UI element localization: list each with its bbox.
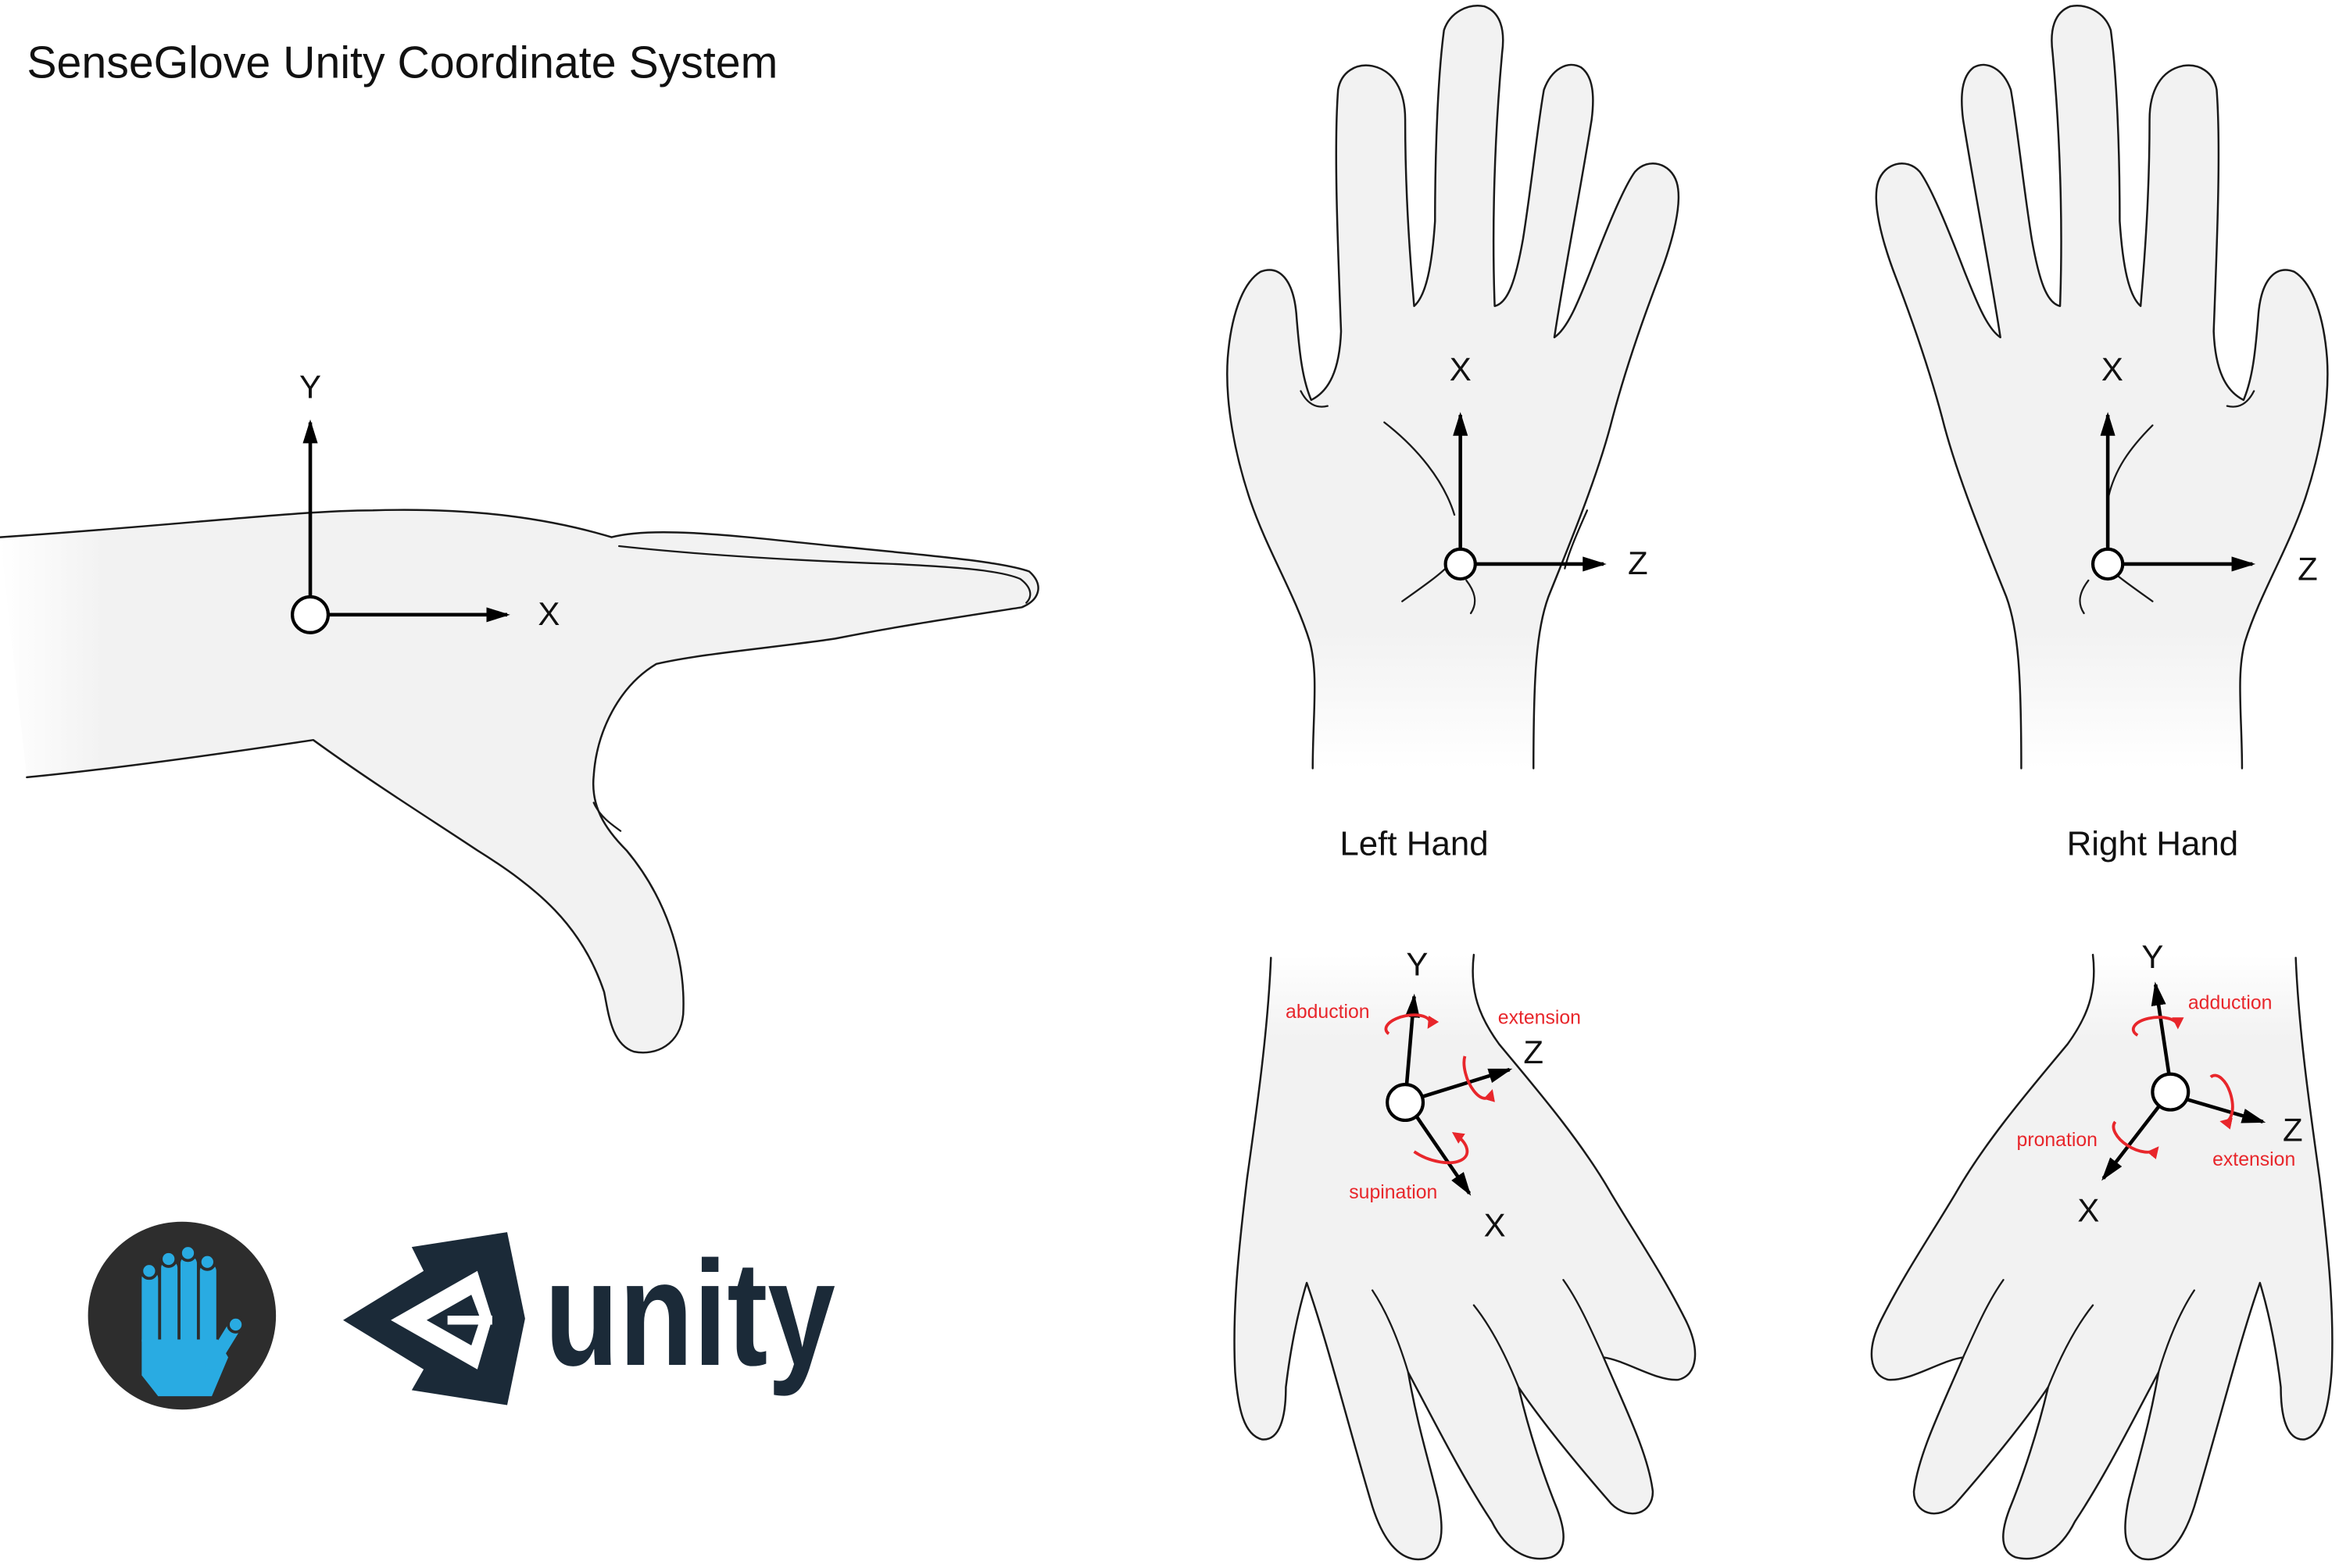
right-dorsal-x-axis-arrow <box>2101 1105 2160 1181</box>
right-dorsal-y-rotation-arrow <box>2131 1016 2184 1037</box>
left-palm-origin-circle <box>1443 547 1477 581</box>
right-dorsal-z-axis-arrow <box>2186 1098 2266 1124</box>
page-title: SenseGlove Unity Coordinate System <box>27 38 778 88</box>
side-origin-circle <box>291 595 331 634</box>
senseglove-sensor-dots <box>140 1244 245 1334</box>
left-palm-wrist-line-b <box>1465 579 1476 615</box>
left-dorsal-drawing <box>1233 953 1697 1561</box>
left-dorsal-y-rotation-arrow <box>1384 1013 1440 1035</box>
senseglove-finger-2 <box>161 1260 178 1348</box>
senseglove-sensor-dot <box>140 1262 159 1280</box>
right-dorsal-outline <box>1870 953 2334 1561</box>
left-dorsal-supination-label: supination <box>1349 1182 1437 1203</box>
senseglove-hand-icon <box>88 1221 277 1410</box>
left-dorsal-x-label: X <box>1484 1206 1506 1243</box>
right-dorsal-finger-gap-2 <box>2047 1304 2094 1388</box>
left-dorsal-y-label: Y <box>1406 945 1428 982</box>
side-hand-thumb-crease <box>592 802 622 832</box>
right-dorsal-drawing <box>1870 953 2334 1561</box>
left-dorsal-x-rotation-arrow <box>1413 1131 1469 1165</box>
left-palm-x-label: X <box>1450 351 1472 388</box>
right-palm-outline <box>1875 5 2329 770</box>
right-dorsal-z-label: Z <box>2283 1111 2303 1148</box>
side-hand-outline <box>0 509 1039 1054</box>
right-hand-caption: Right Hand <box>2067 824 2239 863</box>
senseglove-sensor-dot <box>159 1250 178 1268</box>
left-dorsal-origin-circle <box>1386 1083 1425 1123</box>
right-dorsal-y-label: Y <box>2141 938 2163 975</box>
side-y-label: Y <box>299 369 321 405</box>
right-dorsal-z-rotation-arrow <box>2209 1073 2234 1130</box>
unity-logo: unity <box>343 1230 835 1405</box>
right-palm-z-label: Z <box>2298 551 2318 588</box>
right-dorsal-x-rotation-arrow <box>2112 1120 2159 1159</box>
palm-view-left-hand: X Z Left Hand <box>1226 5 1680 863</box>
right-dorsal-extension-label: extension <box>2212 1149 2295 1170</box>
left-dorsal-z-rotation-arrow <box>1462 1055 1495 1102</box>
senseglove-sensor-dot <box>198 1252 216 1271</box>
side-view-hand: Y X <box>0 369 1039 1054</box>
right-palm-wrist-line-b <box>2079 579 2090 615</box>
right-palm-thumb-crease <box>2226 390 2255 408</box>
left-dorsal-finger-gap-2 <box>1472 1304 1520 1388</box>
right-dorsal-pronation-label: pronation <box>2017 1130 2098 1151</box>
left-palm-wrist-line-a <box>1401 566 1448 602</box>
right-dorsal-x-label: X <box>2077 1191 2099 1228</box>
left-dorsal-y-axis-arrow <box>1404 993 1420 1085</box>
left-palm-thumb-crease <box>1300 390 1329 408</box>
dorsal-view-left-hand: Y Z X abduction extension supination <box>1233 945 1697 1561</box>
right-dorsal-finger-gap-3 <box>1962 1279 2005 1359</box>
right-dorsal-adduction-label: adduction <box>2188 993 2273 1014</box>
unity-wordmark: unity <box>545 1230 835 1397</box>
dorsal-view-right-hand: Y Z X adduction pronation extension <box>1870 938 2334 1561</box>
left-hand-caption: Left Hand <box>1339 824 1488 863</box>
right-palm-drawing <box>1875 5 2329 770</box>
left-palm-z-label: Z <box>1628 545 1648 581</box>
senseglove-palm <box>141 1339 229 1397</box>
senseglove-finger-3 <box>180 1255 197 1348</box>
left-dorsal-abduction-label: abduction <box>1286 1002 1370 1023</box>
left-dorsal-finger-gap-1 <box>1371 1289 1410 1373</box>
side-hand-finger-line <box>618 545 1032 604</box>
senseglove-finger-4 <box>199 1263 216 1348</box>
left-palm-outline <box>1226 5 1680 770</box>
right-palm-life-line <box>2106 424 2154 502</box>
senseglove-sensor-dot <box>227 1315 245 1334</box>
right-palm-origin-circle <box>2090 547 2125 581</box>
left-palm-life-line <box>1383 421 1456 516</box>
palm-view-right-hand: X Z Right Hand <box>1875 5 2329 863</box>
left-dorsal-z-label: Z <box>1523 1034 1543 1070</box>
right-dorsal-finger-gap-1 <box>2157 1289 2195 1373</box>
right-dorsal-y-axis-arrow <box>2151 981 2171 1075</box>
senseglove-sensor-dot <box>179 1244 197 1263</box>
senseglove-finger-1 <box>141 1270 159 1348</box>
right-palm-x-label: X <box>2101 351 2123 388</box>
side-x-label: X <box>538 595 560 632</box>
left-dorsal-z-axis-arrow <box>1422 1067 1513 1098</box>
right-dorsal-origin-circle <box>2151 1072 2191 1112</box>
left-dorsal-finger-gap-3 <box>1562 1279 1605 1359</box>
unity-cube-icon <box>343 1232 525 1405</box>
left-dorsal-x-axis-arrow <box>1415 1116 1472 1196</box>
left-dorsal-extension-label: extension <box>1498 1008 1581 1029</box>
left-dorsal-outline <box>1233 953 1697 1561</box>
